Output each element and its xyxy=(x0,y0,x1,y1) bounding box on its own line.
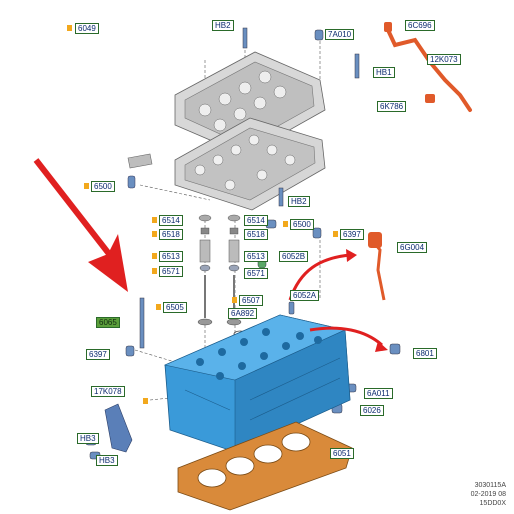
label-6518-left: 6518 xyxy=(159,229,183,240)
marker xyxy=(84,183,89,189)
breather-pipe xyxy=(384,22,472,112)
label-6a892: 6A892 xyxy=(228,308,258,319)
sensor-6397-left xyxy=(125,345,135,357)
camshaft-housing xyxy=(174,117,326,211)
label-6518-right: 6518 xyxy=(244,229,268,240)
label-6514-left: 6514 xyxy=(159,215,183,226)
label-6065: 6065 xyxy=(96,317,120,328)
red-arrow-icon xyxy=(33,158,128,292)
label-6571-right: 6571 xyxy=(244,268,268,279)
label-6500-right: 6500 xyxy=(290,219,314,230)
bolt-hb2-mid xyxy=(278,187,284,207)
label-6507: 6507 xyxy=(239,295,263,306)
marker xyxy=(156,304,161,310)
label-6514-right: 6514 xyxy=(244,215,268,226)
label-6513-right: 6513 xyxy=(244,251,268,262)
marker xyxy=(143,398,148,404)
drawing-reference: 3030115A 02-2019 08 15DD0X xyxy=(471,481,506,508)
label-6801: 6801 xyxy=(413,348,437,359)
marker xyxy=(152,217,157,223)
marker xyxy=(67,25,72,31)
label-6571-left: 6571 xyxy=(159,266,183,277)
label-6052a: 6052A xyxy=(290,290,320,301)
fitting-7a010 xyxy=(314,29,324,41)
label-6052b: 6052B xyxy=(279,251,309,262)
bolt-hb2-top xyxy=(242,27,248,49)
label-hb2-mid: HB2 xyxy=(288,196,310,207)
bolt-hb1 xyxy=(354,53,360,79)
marker xyxy=(152,253,157,259)
marker xyxy=(283,221,288,227)
cylinder-head xyxy=(164,314,351,453)
marker xyxy=(152,231,157,237)
label-6049: 6049 xyxy=(75,23,99,34)
label-hb3-bottom: HB3 xyxy=(96,455,118,466)
label-6397-right: 6397 xyxy=(340,229,364,240)
bracket xyxy=(127,153,153,169)
label-6k786: 6K786 xyxy=(377,101,407,112)
drawing-number: 3030115A xyxy=(474,482,506,489)
label-6a011: 6A011 xyxy=(364,388,393,399)
label-6500-left: 6500 xyxy=(91,181,115,192)
marker xyxy=(333,231,338,237)
label-6g004: 6G004 xyxy=(397,242,428,253)
marker xyxy=(152,268,157,274)
label-7a010: 7A010 xyxy=(325,29,355,40)
label-17k078: 17K078 xyxy=(91,386,125,397)
label-6051: 6051 xyxy=(330,448,354,459)
label-hb1: HB1 xyxy=(373,67,395,78)
label-6505: 6505 xyxy=(163,302,187,313)
temperature-sensor-6g004 xyxy=(368,232,386,301)
label-hb2-top: HB2 xyxy=(212,20,234,31)
sensor-6801 xyxy=(389,343,401,355)
label-6397-left: 6397 xyxy=(86,349,110,360)
sensor-6500-left xyxy=(127,175,136,189)
sensor-6397-right xyxy=(312,227,322,239)
drawing-date: 02-2019 08 xyxy=(470,491,506,498)
clip-6052a xyxy=(288,301,295,315)
label-6026: 6026 xyxy=(360,405,384,416)
bracket-17k078 xyxy=(104,403,133,453)
label-hb3-top: HB3 xyxy=(77,433,99,444)
label-6c696: 6C696 xyxy=(405,20,435,31)
marker xyxy=(232,297,237,303)
label-6513-left: 6513 xyxy=(159,251,183,262)
bolt-6065 xyxy=(139,297,145,349)
head-gasket xyxy=(177,421,353,511)
drawing-code: 15DD0X xyxy=(479,500,506,507)
label-12k073: 12K073 xyxy=(427,54,461,65)
